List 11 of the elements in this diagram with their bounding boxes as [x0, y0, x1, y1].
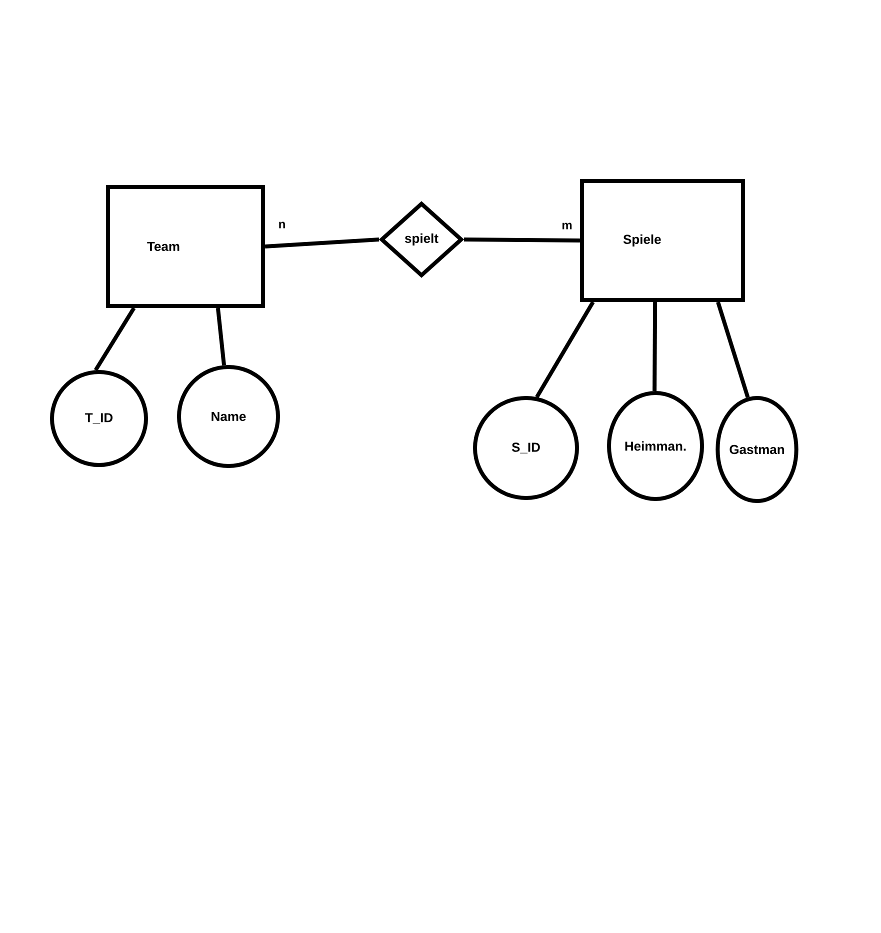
connector-line	[94, 306, 136, 372]
edge-label: n	[279, 222, 285, 228]
connector-line	[652, 302, 658, 392]
entity-box: Team	[106, 185, 265, 308]
edge-label: m	[562, 222, 572, 230]
connector-line	[535, 300, 595, 398]
entity-box: Spiele	[580, 179, 745, 302]
connector-line	[264, 238, 380, 248]
connector-line	[716, 301, 750, 398]
connector-line	[216, 308, 226, 366]
connector-line	[464, 238, 580, 242]
